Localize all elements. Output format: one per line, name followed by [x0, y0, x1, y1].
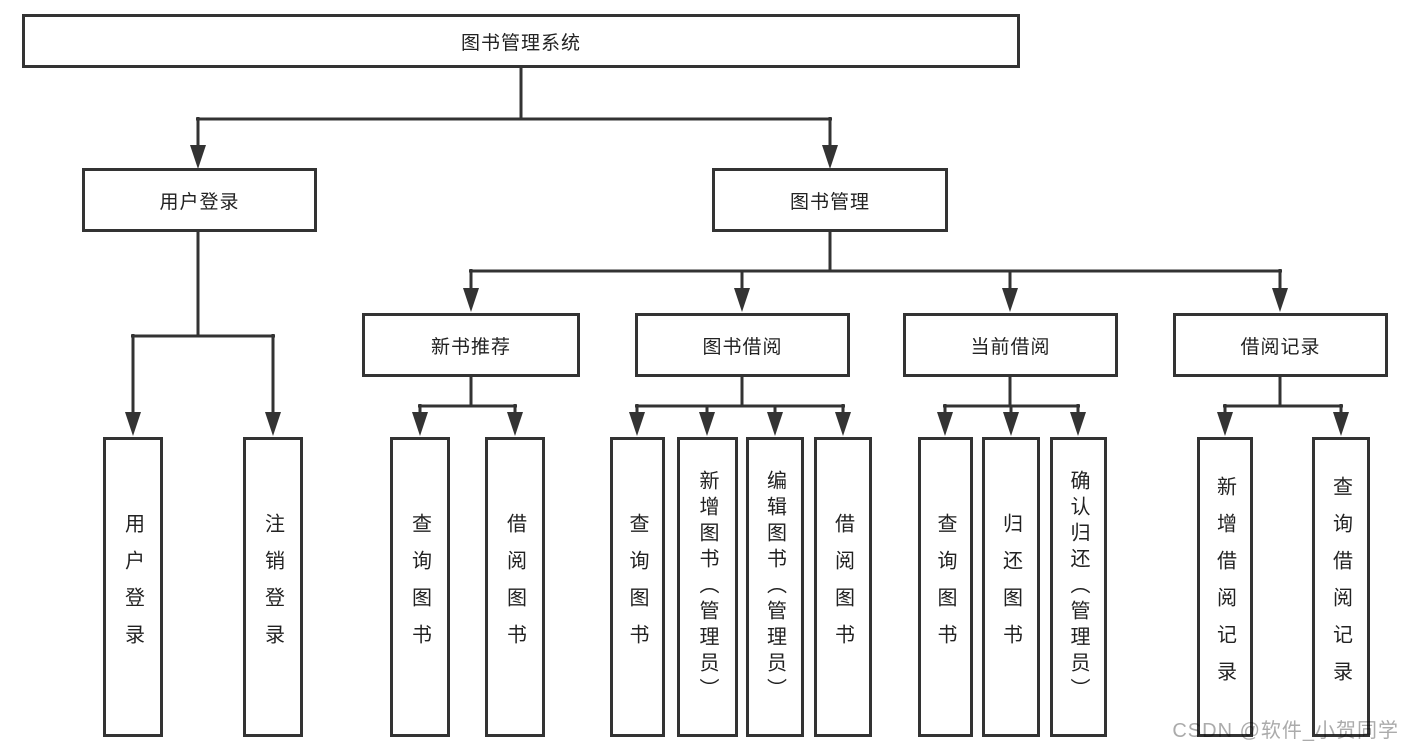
node-cb-confirm-return-admin-label: 确认归还（管理员）: [1067, 470, 1089, 704]
node-nbr-query-books-label: 查询图书: [408, 513, 431, 661]
node-user-login-action-label: 用户登录: [121, 513, 144, 661]
node-new-book-recommend: 新书推荐: [362, 313, 580, 377]
node-logout-label: 注销登录: [261, 513, 284, 661]
node-cb-confirm-return-admin: 确认归还（管理员）: [1050, 437, 1107, 737]
node-user-login-action: 用户登录: [103, 437, 163, 737]
node-br-query-record-label: 查询借阅记录: [1329, 476, 1352, 698]
node-book-borrowing-label: 图书借阅: [702, 336, 783, 358]
node-cb-return-books-label: 归还图书: [999, 513, 1022, 661]
node-nbr-borrow-books-label: 借阅图书: [503, 513, 526, 661]
node-br-add-record: 新增借阅记录: [1197, 437, 1253, 737]
node-bb-add-books-admin: 新增图书（管理员）: [677, 437, 738, 737]
node-bb-query-books-label: 查询图书: [626, 513, 648, 661]
node-bb-borrow-books-label: 借阅图书: [831, 513, 854, 661]
node-library-system-label: 图书管理系统: [460, 32, 581, 54]
node-library-system: 图书管理系统: [22, 14, 1020, 68]
node-nbr-borrow-books: 借阅图书: [485, 437, 545, 737]
watermark-text: CSDN @软件_小贺同学: [1172, 720, 1399, 742]
node-bb-edit-books-admin: 编辑图书（管理员）: [746, 437, 804, 737]
node-cb-query-books: 查询图书: [918, 437, 973, 737]
node-br-add-record-label: 新增借阅记录: [1213, 476, 1236, 698]
node-nbr-query-books: 查询图书: [390, 437, 450, 737]
node-cb-query-books-label: 查询图书: [934, 513, 956, 661]
node-bb-add-books-admin-label: 新增图书（管理员）: [696, 470, 718, 704]
node-borrowing-records: 借阅记录: [1173, 313, 1388, 377]
node-user-login-label: 用户登录: [159, 191, 240, 213]
node-bb-borrow-books: 借阅图书: [814, 437, 872, 737]
node-borrowing-records-label: 借阅记录: [1240, 336, 1321, 358]
node-current-borrowing: 当前借阅: [903, 313, 1118, 377]
node-book-management: 图书管理: [712, 168, 948, 232]
arrowheads: [125, 145, 1349, 436]
node-br-query-record: 查询借阅记录: [1312, 437, 1370, 737]
node-bb-edit-books-admin-label: 编辑图书（管理员）: [763, 470, 786, 704]
node-book-borrowing: 图书借阅: [635, 313, 850, 377]
connector-segments: [131, 68, 1343, 414]
node-cb-return-books: 归还图书: [982, 437, 1040, 737]
node-current-borrowing-label: 当前借阅: [970, 336, 1051, 358]
node-book-management-label: 图书管理: [789, 191, 870, 213]
node-user-login: 用户登录: [82, 168, 317, 232]
node-new-book-recommend-label: 新书推荐: [430, 336, 511, 358]
node-bb-query-books: 查询图书: [610, 437, 665, 737]
node-logout: 注销登录: [243, 437, 303, 737]
